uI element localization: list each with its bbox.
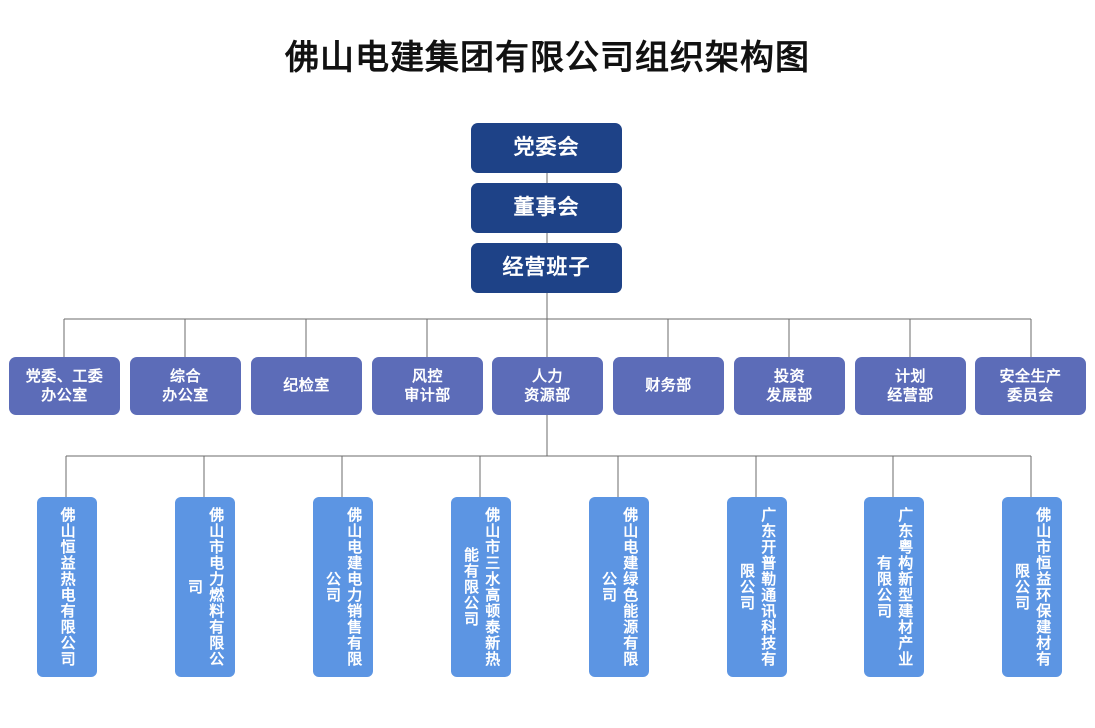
node-label: 安全生产 委员会 [999, 367, 1062, 404]
node-label: 佛山电建绿色能源有限公司 [600, 507, 639, 667]
node-label: 人力 资源部 [524, 367, 571, 404]
node-label: 佛山市三水高顿泰新热能有限公司 [462, 507, 501, 667]
node-planning-operations-dept[interactable]: 计划 经营部 [855, 357, 966, 415]
node-label: 综合 办公室 [162, 367, 209, 404]
node-risk-control-audit-dept[interactable]: 风控 审计部 [372, 357, 483, 415]
node-label: 佛山市电力燃料有限公司 [186, 507, 225, 667]
node-investment-development-dept[interactable]: 投资 发展部 [734, 357, 845, 415]
node-label: 党委会 [513, 135, 580, 159]
node-subsidiary-hengyi-thermal-power[interactable]: 佛山恒益热电有限公司 [37, 497, 97, 677]
node-label: 纪检室 [283, 377, 330, 395]
node-label: 党委、工委 办公室 [25, 367, 104, 404]
node-label: 佛山电建电力销售有限公司 [324, 507, 363, 667]
node-label: 广东开普勒通讯科技有限公司 [738, 507, 777, 667]
node-label: 风控 审计部 [404, 367, 451, 404]
node-management-team[interactable]: 经营班子 [471, 243, 622, 293]
node-human-resources-dept[interactable]: 人力 资源部 [492, 357, 603, 415]
node-label: 董事会 [513, 195, 580, 219]
node-label: 广东粤构新型建材产业有限公司 [875, 507, 914, 667]
node-discipline-inspection-office[interactable]: 纪检室 [251, 357, 362, 415]
node-party-committee[interactable]: 党委会 [471, 123, 622, 173]
node-label: 佛山恒益热电有限公司 [58, 507, 76, 667]
node-finance-dept[interactable]: 财务部 [613, 357, 724, 415]
chart-title: 佛山电建集团有限公司组织架构图 [285, 39, 810, 77]
node-subsidiary-hengyi-eco-building-materials[interactable]: 佛山市恒益环保建材有限公司 [1002, 497, 1062, 677]
node-general-office[interactable]: 综合 办公室 [130, 357, 241, 415]
node-subsidiary-kepler-communications[interactable]: 广东开普勒通讯科技有限公司 [727, 497, 787, 677]
node-label: 佛山市恒益环保建材有限公司 [1013, 507, 1052, 667]
node-label: 投资 发展部 [766, 367, 813, 404]
node-board-of-directors[interactable]: 董事会 [471, 183, 622, 233]
node-subsidiary-electric-power-sales[interactable]: 佛山电建电力销售有限公司 [313, 497, 373, 677]
node-safety-production-committee[interactable]: 安全生产 委员会 [975, 357, 1086, 415]
node-party-union-office[interactable]: 党委、工委 办公室 [9, 357, 120, 415]
node-subsidiary-sanshui-gaoduntai-thermal[interactable]: 佛山市三水高顿泰新热能有限公司 [451, 497, 511, 677]
node-label: 经营班子 [502, 255, 591, 279]
node-subsidiary-electric-power-fuel[interactable]: 佛山市电力燃料有限公司 [175, 497, 235, 677]
node-label: 计划 经营部 [887, 367, 934, 404]
node-label: 财务部 [645, 377, 692, 395]
node-subsidiary-green-energy[interactable]: 佛山电建绿色能源有限公司 [589, 497, 649, 677]
node-subsidiary-yuegou-building-materials[interactable]: 广东粤构新型建材产业有限公司 [864, 497, 924, 677]
